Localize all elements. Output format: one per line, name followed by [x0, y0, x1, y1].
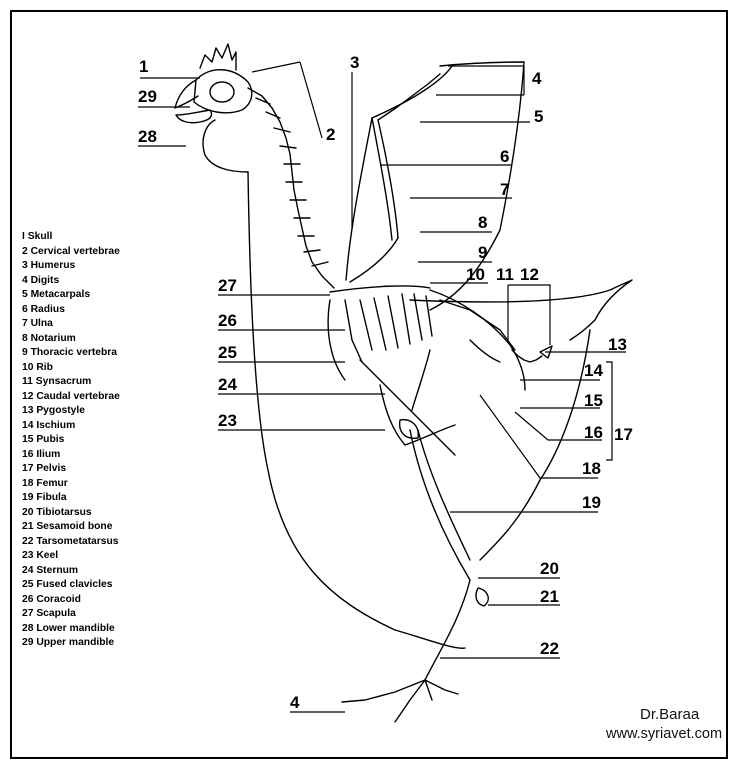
knee: [400, 420, 419, 439]
neck-front: [203, 120, 248, 172]
label-2: 2: [326, 125, 335, 144]
legend-item: 2 Cervical vertebrae: [22, 245, 120, 260]
radius-ulna: [372, 118, 398, 240]
body-outline: [248, 172, 465, 648]
label-1: 1: [139, 57, 148, 76]
legend-item: 11 Synsacrum: [22, 375, 120, 390]
label-21: 21: [540, 587, 559, 606]
wing-lower: [346, 118, 372, 280]
label-28: 28: [138, 127, 157, 146]
label-18: 18: [582, 459, 601, 478]
synsacrum: [440, 300, 515, 350]
legend-item: 25 Fused clavicles: [22, 578, 120, 593]
lower-mandible: [176, 110, 212, 123]
fibula: [418, 430, 470, 560]
femur: [412, 350, 430, 410]
legend-item: 17 Pelvis: [22, 462, 120, 477]
toes: [342, 680, 458, 722]
legend-item: 19 Fibula: [22, 491, 120, 506]
coracoid: [345, 300, 362, 362]
credit-website: www.syriavet.com: [606, 726, 722, 742]
legend-item: 24 Sternum: [22, 564, 120, 579]
label-7: 7: [500, 180, 509, 199]
label-8: 8: [478, 213, 487, 232]
ribs: [360, 294, 432, 350]
legend-item: 20 Tibiotarsus: [22, 506, 120, 521]
sesamoid: [476, 588, 488, 606]
clavicle: [328, 300, 345, 380]
credit-author: Dr.Baraa: [640, 706, 699, 723]
legend-item: 13 Pygostyle: [22, 404, 120, 419]
legend-item: 23 Keel: [22, 549, 120, 564]
legend-item: 8 Notarium: [22, 332, 120, 347]
label-12: 12: [520, 265, 539, 284]
legend-item: 27 Scapula: [22, 607, 120, 622]
metacarpals: [378, 74, 440, 120]
label-13: 13: [608, 335, 627, 354]
label-26: 26: [218, 311, 237, 330]
legend-item: 3 Humerus: [22, 259, 120, 274]
label-22: 22: [540, 639, 559, 658]
legend-item: 29 Upper mandible: [22, 636, 120, 651]
back-outline: [410, 280, 632, 340]
label-20: 20: [540, 559, 559, 578]
legend-item: 14 Ischium: [22, 419, 120, 434]
label-29: 29: [138, 87, 157, 106]
belly-outline: [480, 330, 590, 560]
legend-item: 28 Lower mandible: [22, 622, 120, 637]
cervical-vertebrae: [248, 88, 334, 288]
legend-item: 12 Caudal vertebrae: [22, 390, 120, 405]
legend-item: I Skull: [22, 230, 120, 245]
pelvis: [430, 290, 525, 390]
legend-item: 7 Ulna: [22, 317, 120, 332]
legend-item: 21 Sesamoid bone: [22, 520, 120, 535]
skull: [194, 70, 252, 113]
label-19: 19: [582, 493, 601, 512]
legend-item: 16 Ilium: [22, 448, 120, 463]
label-15: 15: [584, 391, 603, 410]
label-4-foot: 4: [290, 693, 300, 712]
sternum: [360, 360, 455, 455]
comb: [200, 44, 236, 70]
label-17: 17: [614, 425, 633, 444]
label-9: 9: [478, 243, 487, 262]
legend-item: 9 Thoracic vertebra: [22, 346, 120, 361]
humerus: [350, 238, 398, 282]
ilium: [470, 340, 500, 362]
legend-item: 22 Tarsometatarsus: [22, 535, 120, 550]
label-16: 16: [584, 423, 603, 442]
label-10: 10: [466, 265, 485, 284]
label-25: 25: [218, 343, 237, 362]
label-3: 3: [350, 53, 359, 72]
label-4-wing: 4: [532, 69, 542, 88]
legend-item: 18 Femur: [22, 477, 120, 492]
legend-item: 6 Radius: [22, 303, 120, 318]
label-6: 6: [500, 147, 509, 166]
legend-item: 15 Pubis: [22, 433, 120, 448]
legend-item: 26 Coracoid: [22, 593, 120, 608]
tarsometatarsus: [425, 580, 470, 680]
tibiotarsus: [410, 430, 470, 580]
orbit: [210, 82, 234, 102]
label-24: 24: [218, 375, 237, 394]
legend-item: 10 Rib: [22, 361, 120, 376]
legend-item: 4 Digits: [22, 274, 120, 289]
label-5: 5: [534, 107, 543, 126]
label-27: 27: [218, 276, 237, 295]
label-11: 11: [496, 265, 514, 284]
legend-item: 5 Metacarpals: [22, 288, 120, 303]
scapula: [330, 286, 430, 292]
label-23: 23: [218, 411, 237, 430]
label-14: 14: [584, 361, 603, 380]
